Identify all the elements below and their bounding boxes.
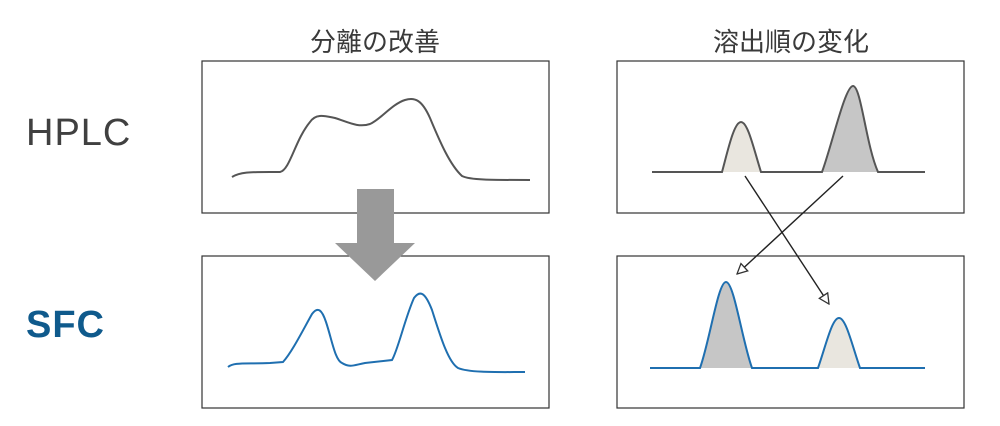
hplc-elution-trace — [652, 84, 925, 173]
panel-sfc-elution — [616, 255, 965, 409]
hplc-merged-peaks-trace — [231, 98, 531, 181]
row-label-sfc: SFC — [26, 304, 105, 346]
crossing-arrows-icon — [737, 175, 844, 304]
hplc-peak-2-dark — [822, 86, 878, 172]
sfc-peak-2-light — [818, 318, 860, 368]
panel-sfc-separation — [201, 255, 550, 409]
header-separation-improvement: 分離の改善 — [309, 28, 440, 58]
panel-hplc-separation — [201, 60, 550, 214]
header-elution-order-change: 溶出順の変化 — [712, 28, 869, 58]
down-arrow-icon — [335, 189, 415, 281]
sfc-peak-1-dark — [700, 282, 752, 368]
sfc-elution-trace — [650, 280, 925, 369]
panel-hplc-elution — [616, 60, 965, 214]
sfc-separated-peaks-trace — [227, 292, 526, 374]
hplc-peak-1-light — [722, 122, 761, 172]
row-label-hplc: HPLC — [26, 112, 132, 154]
